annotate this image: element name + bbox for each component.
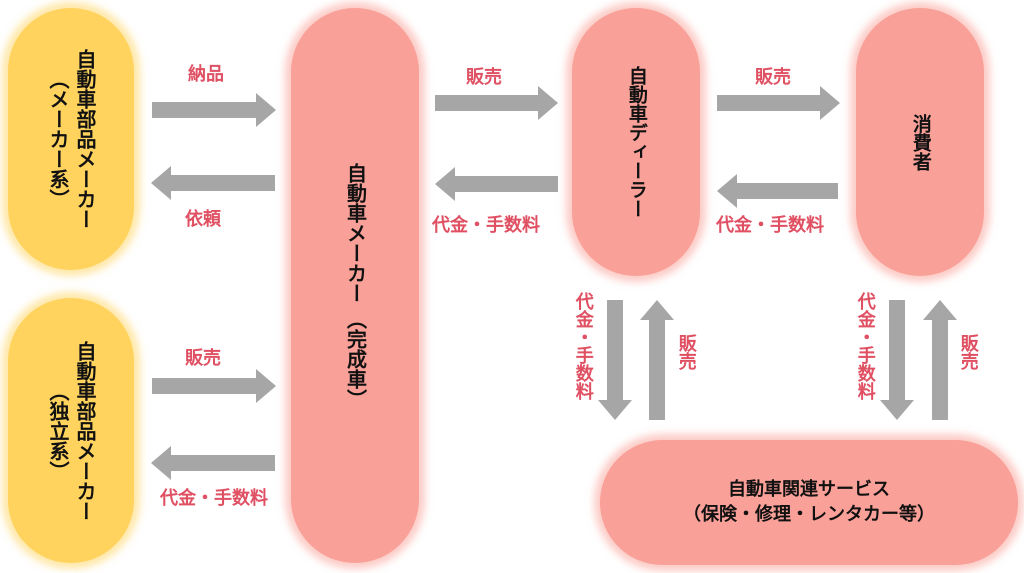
arrow-service-sale-to-consumer [923, 300, 957, 420]
edge-label-request: 依頼 [185, 209, 221, 230]
arrow-consumer-fee-to-service [880, 300, 914, 420]
arrow-fee-independent [151, 446, 275, 480]
arrow-dealer-fee-to-service [598, 300, 632, 420]
node-service: 自動車関連サービス （保険・修理・レンタカー等） [600, 440, 1018, 565]
edge-label-sale-to-dealer: 販売 [466, 67, 502, 88]
edge-label-fee-from-dealer: 代金・手数料 [432, 215, 540, 236]
edge-label-sale-to-consumer: 販売 [755, 67, 791, 88]
arrow-sale-to-consumer [717, 86, 840, 120]
node-label-line1: 自動車関連サービス [728, 479, 890, 501]
node-label-line1: 自動車部品メーカー [73, 49, 97, 229]
node-label-line2: （保険・修理・レンタカー等） [683, 503, 935, 525]
node-parts-maker-affiliated: 自動車部品メーカー （メーカー系） [8, 8, 134, 270]
arrow-service-sale-to-dealer [640, 300, 674, 420]
node-label-line2: （独立系） [46, 380, 70, 481]
arrow-fee-from-dealer [435, 167, 558, 201]
node-label-line2: （メーカー系） [46, 69, 70, 209]
edge-label-service-sale-to-dealer: 販売 [675, 334, 697, 370]
edge-label-dealer-fee-to-service: 代金・手数料 [572, 292, 594, 400]
node-label-line1: 自動車部品メーカー [73, 340, 97, 521]
node-label: 消費者 [909, 113, 932, 171]
edge-label-service-sale-to-consumer: 販売 [957, 334, 979, 370]
node-label: 自動車ディーラー [625, 66, 648, 218]
node-car-maker: 自動車メーカー （完成車） [291, 8, 419, 563]
edge-label-fee-independent: 代金・手数料 [160, 488, 268, 509]
node-dealer: 自動車ディーラー [572, 8, 700, 276]
node-label-line2: （完成車） [343, 308, 368, 409]
arrow-fee-from-consumer [717, 174, 838, 208]
arrow-sale-independent [152, 369, 276, 403]
edge-label-fee-from-consumer: 代金・手数料 [716, 215, 824, 236]
edge-label-delivery: 納品 [188, 64, 224, 85]
node-consumer: 消費者 [856, 8, 984, 276]
node-label-line1: 自動車メーカー [343, 162, 368, 303]
edge-label-consumer-fee-to-service: 代金・手数料 [854, 292, 876, 400]
edge-label-sale-independent: 販売 [185, 348, 221, 369]
arrow-sale-to-dealer [435, 86, 558, 120]
arrow-request [151, 166, 275, 200]
arrow-delivery [152, 93, 276, 127]
node-parts-maker-independent: 自動車部品メーカー （独立系） [8, 298, 134, 563]
